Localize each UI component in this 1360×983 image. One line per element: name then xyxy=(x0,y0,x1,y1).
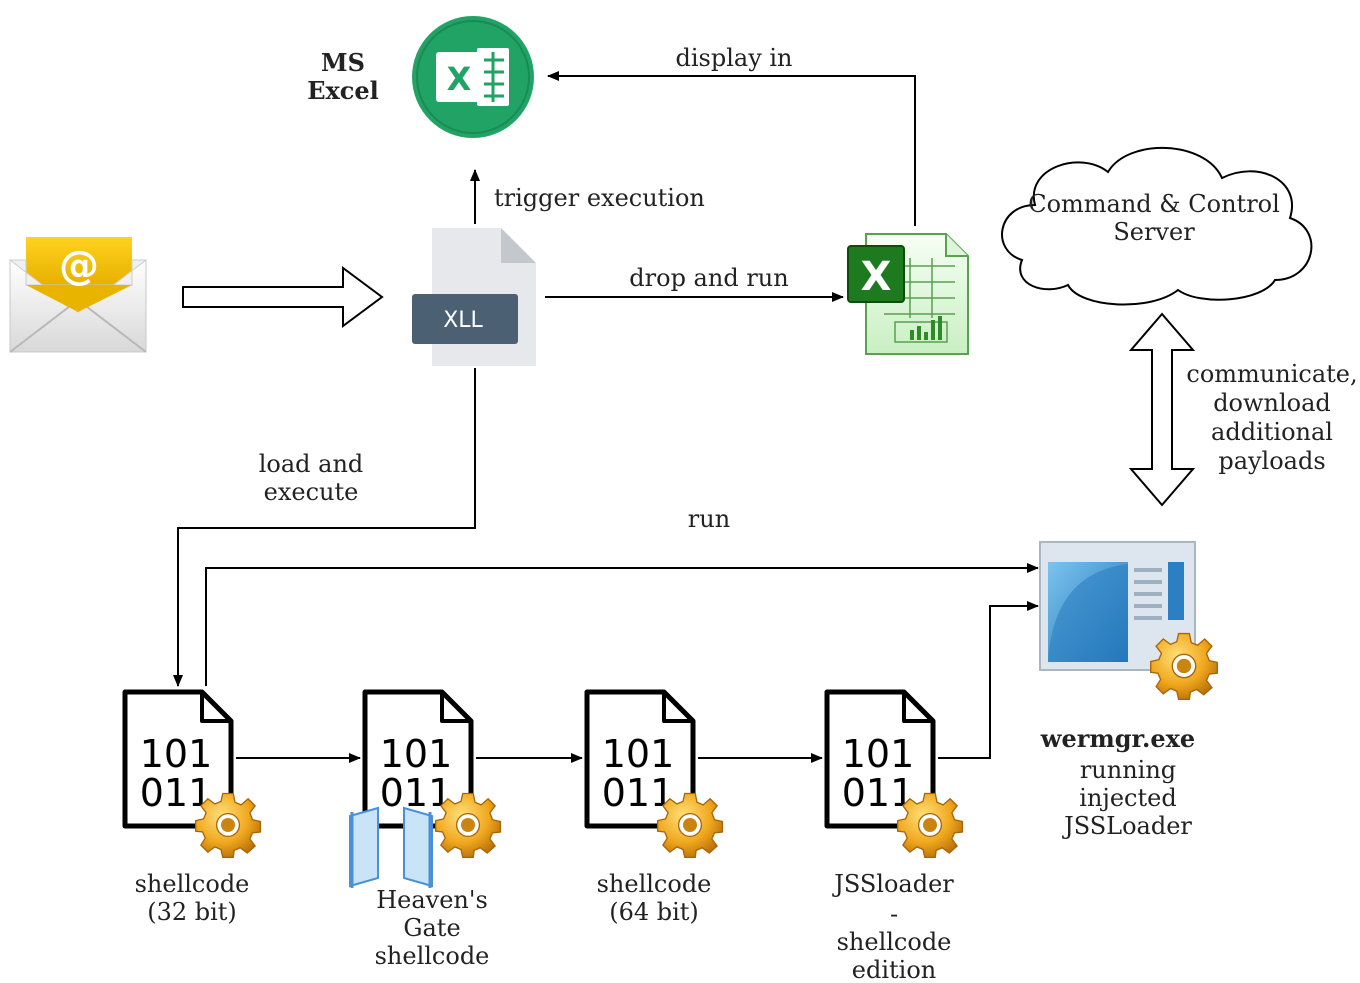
heavens-gate-icon: 101 011 xyxy=(349,692,502,888)
cloud-icon xyxy=(1001,146,1313,306)
wermgr-label-line3: JSSLoader xyxy=(1061,812,1192,840)
jssloader-label-line4: edition xyxy=(852,956,936,983)
excel-label-line2: Excel xyxy=(307,76,379,105)
svg-text:101: 101 xyxy=(842,732,915,776)
jssloader-icon: 101 011 xyxy=(827,692,964,859)
xll-badge-text: XLL xyxy=(443,308,483,333)
svg-text:011: 011 xyxy=(602,771,675,815)
svg-text:011: 011 xyxy=(842,771,915,815)
excel-label-line1: MS xyxy=(321,48,365,77)
svg-text:X: X xyxy=(447,60,472,98)
svg-text:@: @ xyxy=(59,243,99,289)
jssloader-label-line1: JSSloader xyxy=(831,870,954,898)
shellcode-32-label-line2: (32 bit) xyxy=(147,898,237,926)
jssloader-label-line2: - xyxy=(890,900,898,928)
shellcode-64-label-line1: shellcode xyxy=(597,870,712,898)
email-to-xll-arrow xyxy=(182,266,384,328)
svg-text:011: 011 xyxy=(140,771,213,815)
xll-file-icon: XLL xyxy=(412,228,536,366)
svg-text:101: 101 xyxy=(602,732,675,776)
shellcode-32-label-line1: shellcode xyxy=(135,870,250,898)
display-in-label: display in xyxy=(675,44,792,72)
heavens-gate-label-line2: Gate xyxy=(403,914,460,942)
drop-and-run-label: drop and run xyxy=(629,264,788,292)
excel-spreadsheet-icon: X xyxy=(847,233,969,355)
svg-text:101: 101 xyxy=(140,732,213,776)
shellcode-64-icon: 101 011 xyxy=(587,692,724,859)
trigger-execution-label: trigger execution xyxy=(494,184,705,212)
wermgr-window-icon xyxy=(1039,541,1218,700)
c2-server-label-line1: Command & Control xyxy=(1028,190,1280,218)
gate-icon xyxy=(349,806,433,888)
load-and-execute-label-line2: execute xyxy=(264,478,359,506)
display-in-arrow xyxy=(547,71,916,226)
email-icon: @ xyxy=(8,237,148,353)
c2-server-label-line2: Server xyxy=(1113,218,1195,246)
communicate-label-line1: communicate, xyxy=(1186,360,1357,388)
svg-text:X: X xyxy=(861,254,892,300)
communicate-label-line3: additional xyxy=(1211,418,1333,446)
run-label: run xyxy=(688,505,730,533)
load-and-execute-arrow xyxy=(173,368,476,687)
run-arrow xyxy=(205,563,1039,686)
svg-text:101: 101 xyxy=(380,732,453,776)
shellcode-32-icon: 101 011 xyxy=(125,692,262,859)
communicate-double-arrow xyxy=(1128,312,1196,507)
communicate-label-line2: download xyxy=(1213,389,1331,417)
excel-app-icon: X xyxy=(412,16,534,138)
svg-text:011: 011 xyxy=(380,771,453,815)
jssloader-to-wermgr-arrow xyxy=(938,601,1039,759)
wermgr-name-label: wermgr.exe xyxy=(1040,724,1195,753)
shellcode-64-label-line2: (64 bit) xyxy=(609,898,699,926)
jssloader-label-line3: shellcode xyxy=(837,928,952,956)
heavens-gate-label-line3: shellcode xyxy=(375,942,490,970)
load-and-execute-label-line1: load and xyxy=(259,450,364,478)
wermgr-label-line2: injected xyxy=(1079,784,1176,812)
communicate-label-line4: payloads xyxy=(1218,447,1325,475)
wermgr-label-line1: running xyxy=(1080,756,1176,784)
heavens-gate-label-line1: Heaven's xyxy=(376,886,488,914)
